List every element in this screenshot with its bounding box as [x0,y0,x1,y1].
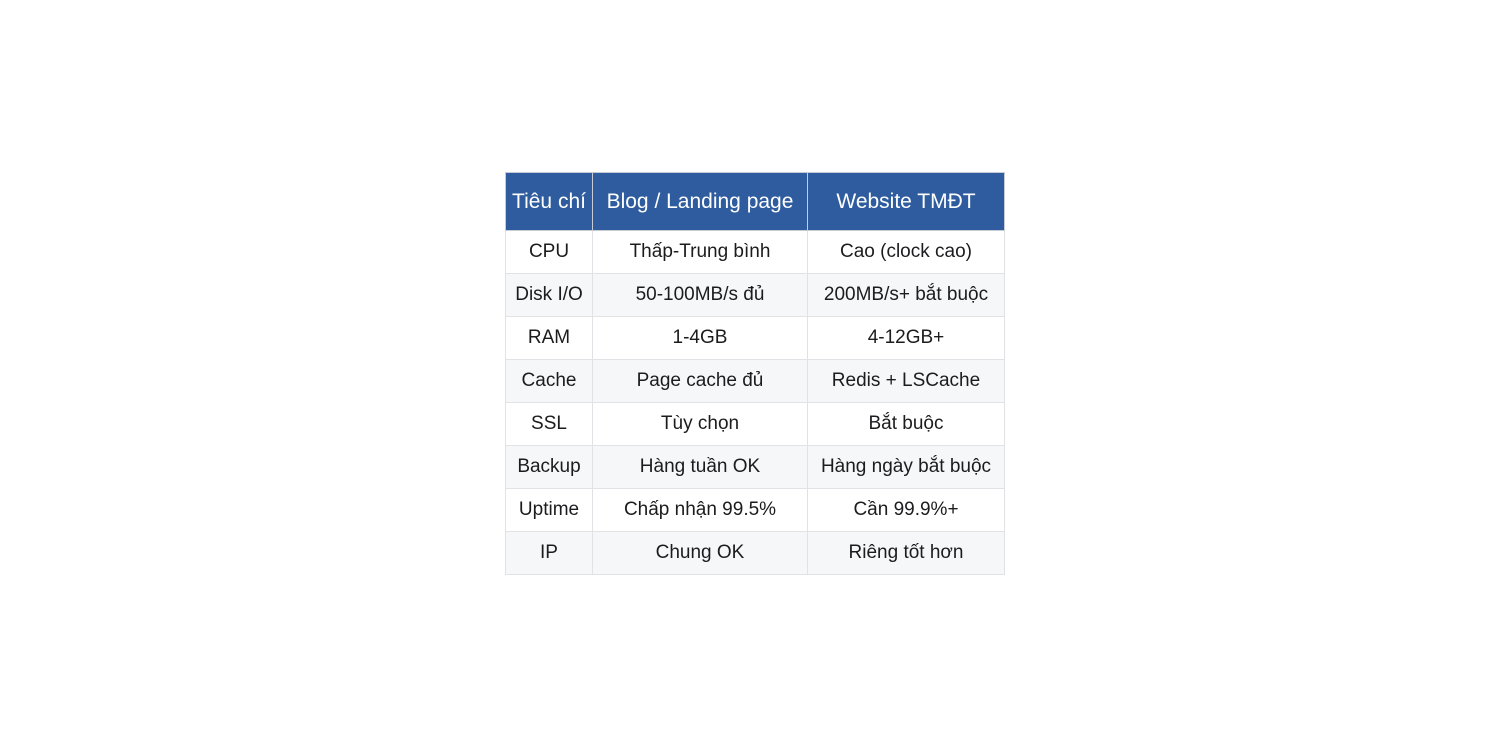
cell-criteria: SSL [505,402,593,446]
comparison-table-container: Tiêu chí Blog / Landing page Website TMĐ… [505,172,1005,575]
header-website-tmdt: Website TMĐT [807,172,1005,231]
table-row: SSL Tùy chọn Bắt buộc [505,402,1005,446]
table-row: Uptime Chấp nhận 99.5% Cần 99.9%+ [505,488,1005,532]
cell-tmdt-value: Redis + LSCache [807,359,1005,403]
table-row: RAM 1-4GB 4-12GB+ [505,316,1005,360]
cell-blog-value: 1-4GB [592,316,808,360]
cell-blog-value: Chấp nhận 99.5% [592,488,808,532]
cell-criteria: Uptime [505,488,593,532]
cell-criteria: RAM [505,316,593,360]
cell-blog-value: Thấp-Trung bình [592,230,808,274]
table-row: CPU Thấp-Trung bình Cao (clock cao) [505,230,1005,274]
table-row: Cache Page cache đủ Redis + LSCache [505,359,1005,403]
table-row: IP Chung OK Riêng tốt hơn [505,531,1005,575]
header-row: Tiêu chí Blog / Landing page Website TMĐ… [505,172,1005,231]
cell-tmdt-value: Hàng ngày bắt buộc [807,445,1005,489]
cell-criteria: IP [505,531,593,575]
cell-tmdt-value: Cần 99.9%+ [807,488,1005,532]
cell-criteria: Disk I/O [505,273,593,317]
cell-blog-value: Chung OK [592,531,808,575]
cell-tmdt-value: Riêng tốt hơn [807,531,1005,575]
header-blog-landing-page: Blog / Landing page [592,172,808,231]
table-body: CPU Thấp-Trung bình Cao (clock cao) Disk… [505,230,1005,575]
table-header: Tiêu chí Blog / Landing page Website TMĐ… [505,172,1005,231]
table-row: Disk I/O 50-100MB/s đủ 200MB/s+ bắt buộc [505,273,1005,317]
cell-tmdt-value: 200MB/s+ bắt buộc [807,273,1005,317]
cell-criteria: Cache [505,359,593,403]
cell-criteria: Backup [505,445,593,489]
cell-blog-value: Page cache đủ [592,359,808,403]
hosting-comparison-table: Tiêu chí Blog / Landing page Website TMĐ… [505,172,1005,575]
cell-blog-value: Tùy chọn [592,402,808,446]
table-row: Backup Hàng tuần OK Hàng ngày bắt buộc [505,445,1005,489]
header-criteria: Tiêu chí [505,172,593,231]
cell-criteria: CPU [505,230,593,274]
cell-tmdt-value: 4-12GB+ [807,316,1005,360]
cell-tmdt-value: Bắt buộc [807,402,1005,446]
cell-blog-value: Hàng tuần OK [592,445,808,489]
cell-tmdt-value: Cao (clock cao) [807,230,1005,274]
cell-blog-value: 50-100MB/s đủ [592,273,808,317]
